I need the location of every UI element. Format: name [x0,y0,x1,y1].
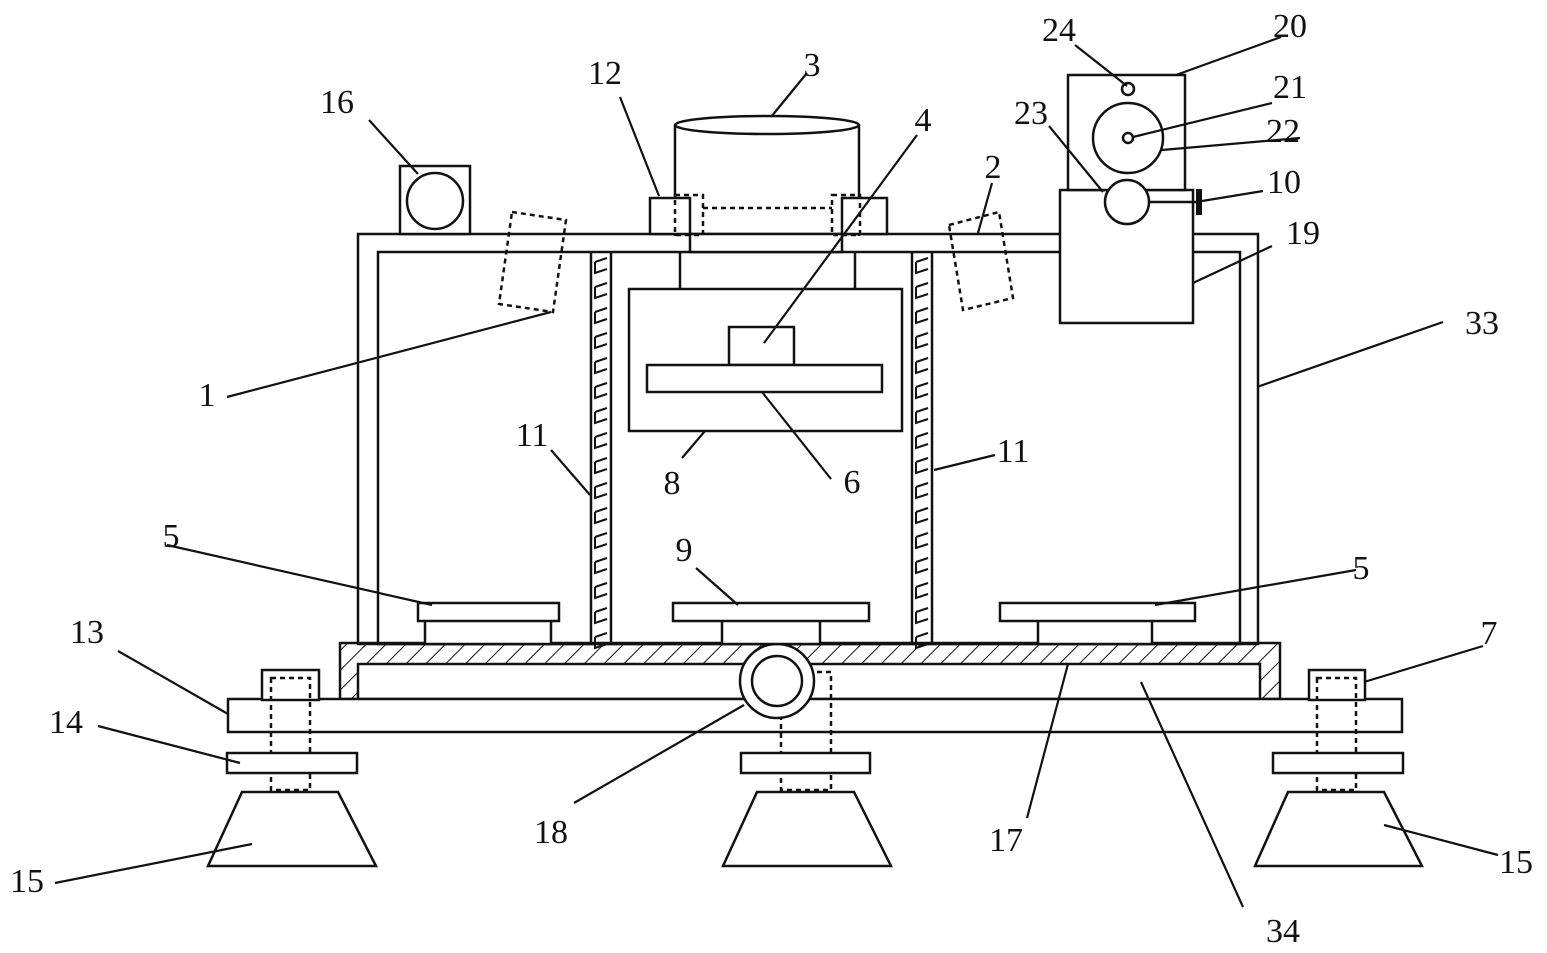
label-5-left: 5 [163,518,180,555]
label-16: 16 [320,84,354,121]
control-assembly [1060,75,1199,323]
label-34: 34 [1266,913,1300,950]
label-23: 23 [1014,95,1048,132]
label-22: 22 [1266,113,1300,150]
support-left [418,603,559,644]
roller [740,644,814,718]
press-plate [647,365,882,392]
label-6: 6 [844,464,861,501]
label-7: 7 [1481,615,1498,652]
label-13: 13 [70,614,104,651]
label-9: 9 [676,532,693,569]
label-2: 2 [985,149,1002,186]
label-15-left: 15 [10,863,44,900]
label-15-right: 15 [1499,844,1533,881]
label-4: 4 [915,102,932,139]
label-18: 18 [534,814,568,851]
brackets [650,195,887,235]
label-14: 14 [49,704,83,741]
label-11-right: 11 [997,433,1030,470]
label-12: 12 [588,55,622,92]
label-33: 33 [1465,305,1499,342]
label-1: 1 [199,377,216,414]
label-20: 20 [1273,8,1307,45]
label-17: 17 [989,822,1023,859]
label-19: 19 [1286,215,1320,252]
label-8: 8 [664,465,681,502]
label-24: 24 [1042,12,1076,49]
label-11-left: 11 [516,417,549,454]
bottom-frame-plate [228,699,1402,732]
label-5-right: 5 [1353,550,1370,587]
label-3: 3 [804,47,821,84]
label-21: 21 [1273,69,1307,106]
fan-box [400,166,470,234]
press-block [729,327,794,365]
label-10: 10 [1267,164,1301,201]
